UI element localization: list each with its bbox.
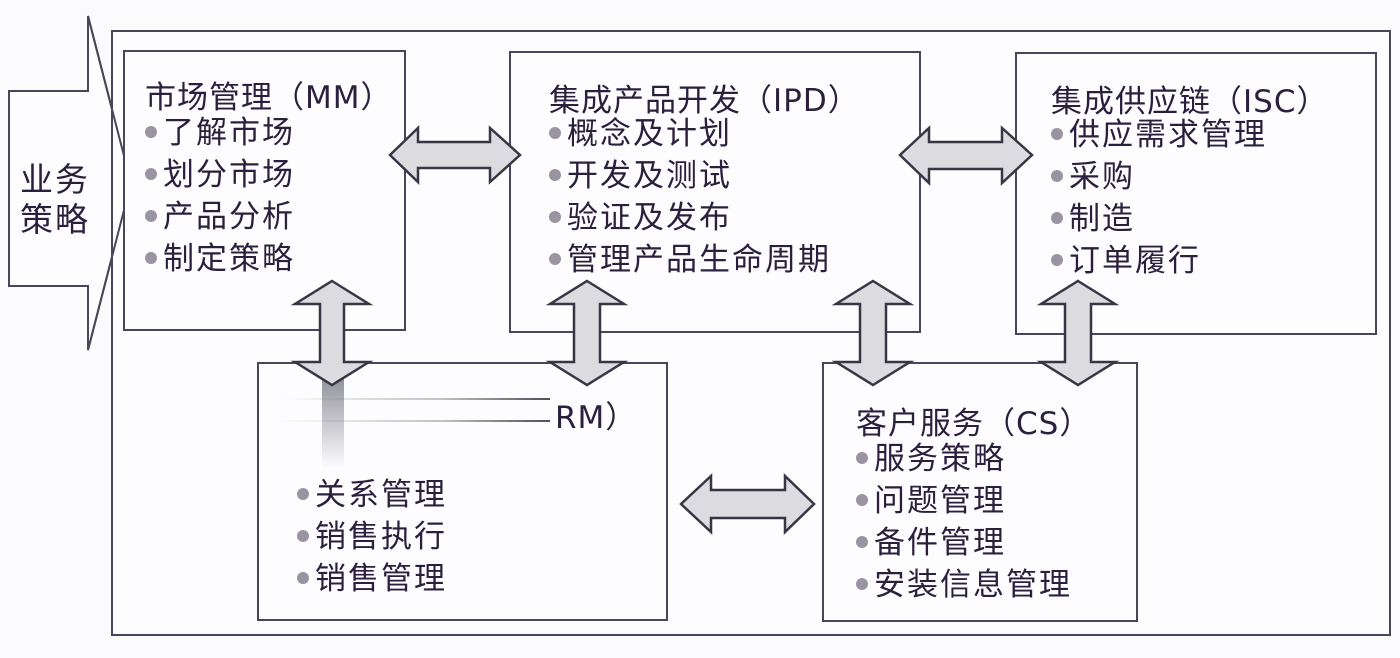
arrow-ipd-cs xyxy=(831,279,915,387)
arrow-mm-ipd xyxy=(388,125,522,185)
bullet-icon xyxy=(145,167,157,180)
bullet-icon xyxy=(1051,211,1063,224)
bullet-icon xyxy=(297,487,309,500)
business-strategy-label: 业务 策略 xyxy=(20,160,100,240)
box-title: 集成供应链（ISC） xyxy=(1051,84,1329,120)
list-item: 服务策略 xyxy=(856,438,1072,480)
bullet-icon xyxy=(145,209,157,222)
bullet-icon xyxy=(856,577,868,590)
item-text: 概念及计划 xyxy=(567,116,732,152)
bullet-icon xyxy=(549,126,561,139)
item-text: 制造 xyxy=(1069,201,1135,237)
bullet-icon xyxy=(549,210,561,223)
item-text: 关系管理 xyxy=(315,477,447,513)
strategy-label-line2: 策略 xyxy=(20,200,90,239)
box-title: 集成产品开发（IPD） xyxy=(549,83,860,119)
item-text: 备件管理 xyxy=(874,525,1006,561)
bullet-icon xyxy=(856,535,868,548)
bullet-icon xyxy=(549,168,561,181)
list-item: 管理产品生命周期 xyxy=(549,239,831,281)
list-item: 问题管理 xyxy=(856,480,1072,522)
item-text: 采购 xyxy=(1069,159,1135,195)
item-text: 安装信息管理 xyxy=(874,567,1072,603)
arrow-ipd-isc xyxy=(898,125,1034,186)
item-text: 验证及发布 xyxy=(567,200,732,236)
box-title: 市场管理（MM） xyxy=(145,80,393,116)
arrow-blur-artifact xyxy=(322,378,344,468)
list-item: 制定策略 xyxy=(145,238,295,280)
bullet-icon xyxy=(856,451,868,464)
list-item: 概念及计划 xyxy=(549,113,831,155)
bullet-icon xyxy=(1051,127,1063,140)
list-item: 备件管理 xyxy=(856,522,1072,564)
arrow-crm-cs xyxy=(679,473,816,535)
box-title-partial: RM） xyxy=(555,400,638,436)
arrow-mm-crm xyxy=(290,279,374,387)
list-item: 划分市场 xyxy=(145,154,295,196)
item-text: 制定策略 xyxy=(163,241,295,277)
strategy-label-line1: 业务 xyxy=(20,160,90,199)
list-item: 销售执行 xyxy=(297,516,447,558)
item-text: 了解市场 xyxy=(163,115,295,151)
list-item: 关系管理 xyxy=(297,474,447,516)
item-text: 产品分析 xyxy=(163,199,295,235)
box-title: 客户服务（CS） xyxy=(856,406,1092,442)
item-text: 销售执行 xyxy=(315,519,447,555)
list-item: 订单履行 xyxy=(1051,240,1267,282)
item-text: 划分市场 xyxy=(163,157,295,193)
item-text: 开发及测试 xyxy=(567,158,732,194)
title-blur-artifact-top xyxy=(280,398,550,400)
list-item: 采购 xyxy=(1051,156,1267,198)
list-item: 制造 xyxy=(1051,198,1267,240)
bullet-icon xyxy=(1051,169,1063,182)
box-customer-service: 客户服务（CS） 服务策略 问题管理 备件管理 安装信息管理 xyxy=(822,362,1138,622)
title-blur-artifact-bottom xyxy=(280,420,550,422)
list-item: 安装信息管理 xyxy=(856,564,1072,606)
item-text: 销售管理 xyxy=(315,561,447,597)
item-text: 管理产品生命周期 xyxy=(567,242,831,278)
list-item: 了解市场 xyxy=(145,112,295,154)
list-item: 验证及发布 xyxy=(549,197,831,239)
list-item: 产品分析 xyxy=(145,196,295,238)
arrow-ipd-crm xyxy=(545,279,629,387)
bullet-icon xyxy=(1051,253,1063,266)
item-text: 服务策略 xyxy=(874,441,1006,477)
list-item: 销售管理 xyxy=(297,558,447,600)
list-item: 供应需求管理 xyxy=(1051,114,1267,156)
item-text: 订单履行 xyxy=(1069,243,1201,279)
bullet-icon xyxy=(297,571,309,584)
item-text: 供应需求管理 xyxy=(1069,117,1267,153)
bullet-icon xyxy=(145,251,157,264)
item-text: 问题管理 xyxy=(874,483,1006,519)
arrow-isc-cs xyxy=(1036,279,1120,387)
bullet-icon xyxy=(145,125,157,138)
bullet-icon xyxy=(297,529,309,542)
bullet-icon xyxy=(856,493,868,506)
bullet-icon xyxy=(549,252,561,265)
box-market-management: 市场管理（MM） 了解市场 划分市场 产品分析 制定策略 xyxy=(123,50,406,331)
list-item: 开发及测试 xyxy=(549,155,831,197)
